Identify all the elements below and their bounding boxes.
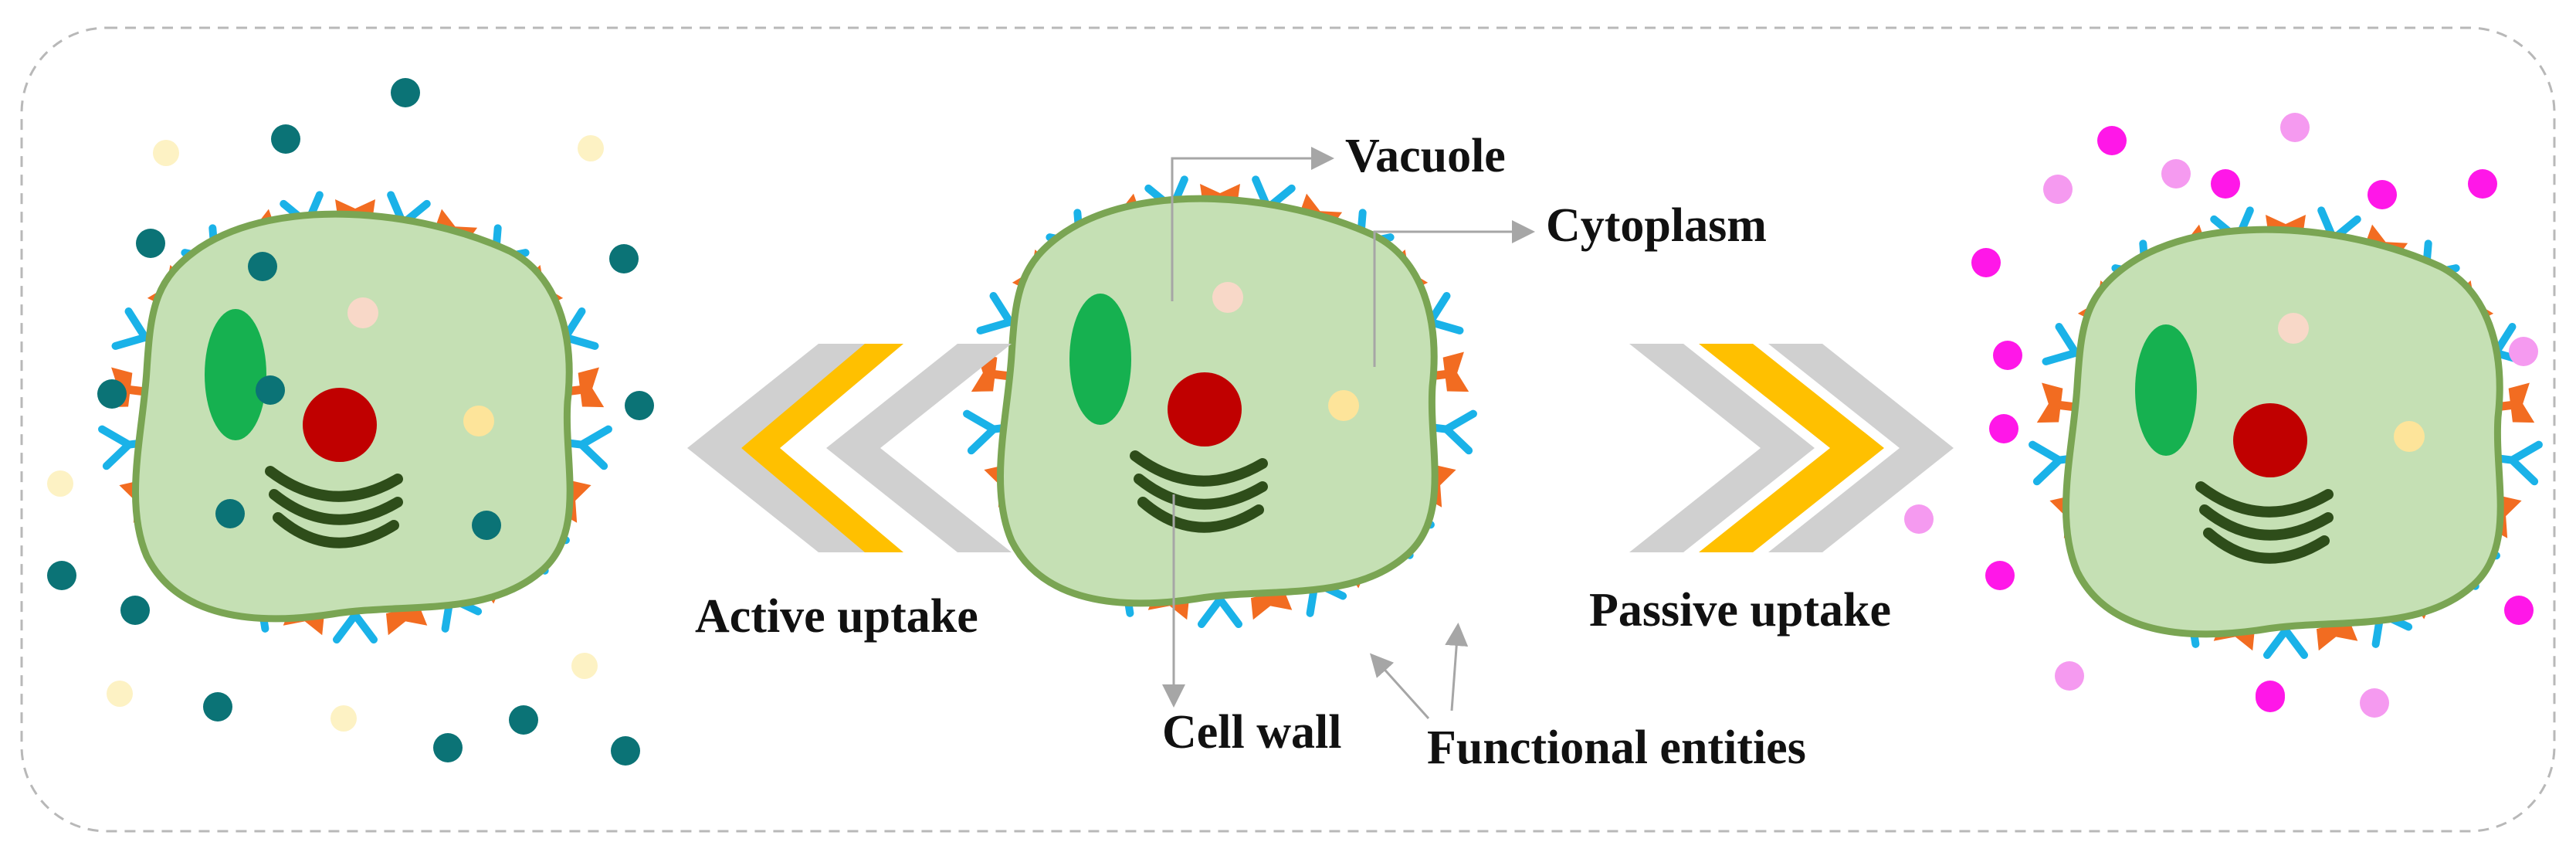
cytoplasm-leader: [1373, 220, 1535, 367]
particle: [47, 470, 73, 497]
particle: [2360, 688, 2389, 718]
particle: [256, 375, 285, 405]
particle: [1985, 561, 2015, 590]
particle: [97, 379, 127, 409]
cell-reference: [963, 175, 1477, 628]
particles-passive-side: [1904, 113, 2538, 718]
particle: [215, 499, 245, 528]
small-organelle: [1328, 390, 1359, 421]
particle: [1971, 248, 2001, 277]
vacuole-label: Vacuole: [1345, 130, 1506, 182]
golgi-arcs: [1130, 450, 1268, 533]
particle: [2097, 126, 2127, 155]
double-chevron-left-icon: [687, 344, 1012, 552]
functional-entities-leader-1: [1369, 653, 1430, 720]
small-organelle: [1212, 282, 1243, 313]
particle: [271, 124, 300, 154]
active-uptake-label: Active uptake: [695, 590, 978, 643]
particle: [611, 736, 640, 766]
particle: [153, 140, 179, 166]
particle: [1904, 504, 1934, 534]
particle: [509, 705, 538, 735]
particle: [2280, 113, 2310, 142]
particle: [391, 78, 420, 107]
particle: [1989, 414, 2018, 443]
particle: [472, 511, 501, 540]
vacuole: [2135, 324, 2197, 456]
golgi-arcs: [2195, 481, 2334, 564]
nucleus: [1168, 372, 1242, 446]
particle: [248, 252, 277, 281]
particle: [203, 692, 232, 721]
double-chevron-right-icon: [1629, 344, 1954, 552]
functional-entities-leader-2: [1445, 623, 1469, 711]
particle: [47, 561, 76, 590]
small-organelle: [2278, 313, 2309, 344]
particle: [2055, 661, 2084, 691]
particle: [2161, 159, 2191, 188]
vacuole: [205, 309, 266, 440]
particle: [433, 733, 463, 762]
cell-wall-label: Cell wall: [1162, 706, 1341, 759]
nucleus: [2233, 403, 2307, 477]
particle: [625, 391, 654, 420]
nucleus: [303, 388, 377, 462]
cell-passive-uptake: [2029, 206, 2543, 659]
particle: [136, 229, 165, 258]
particles-active-side: [47, 78, 654, 766]
passive-uptake-label: Passive uptake: [1589, 584, 1891, 637]
leader-lines: [1162, 147, 1535, 720]
particle: [107, 681, 133, 707]
particle: [330, 705, 357, 732]
vacuole-leader: [1171, 147, 1334, 301]
functional-entities-label: Functional entities: [1427, 721, 1806, 774]
cell-active-uptake: [98, 191, 612, 643]
particle: [609, 244, 639, 273]
golgi-arcs: [265, 466, 403, 548]
particle: [2509, 337, 2538, 366]
cytoplasm-label: Cytoplasm: [1546, 199, 1767, 252]
small-organelle: [347, 297, 378, 328]
small-organelle: [2394, 421, 2425, 452]
particle: [578, 135, 604, 161]
particle: [2368, 180, 2397, 209]
particle: [2504, 596, 2534, 625]
small-organelle: [463, 406, 494, 436]
vacuole: [1069, 294, 1131, 425]
particle: [2211, 169, 2240, 199]
particle: [2043, 175, 2073, 204]
particle: [571, 653, 598, 679]
particle: [1993, 341, 2022, 370]
particle: [120, 596, 150, 625]
particle: [2468, 169, 2497, 199]
particle: [2256, 683, 2285, 712]
